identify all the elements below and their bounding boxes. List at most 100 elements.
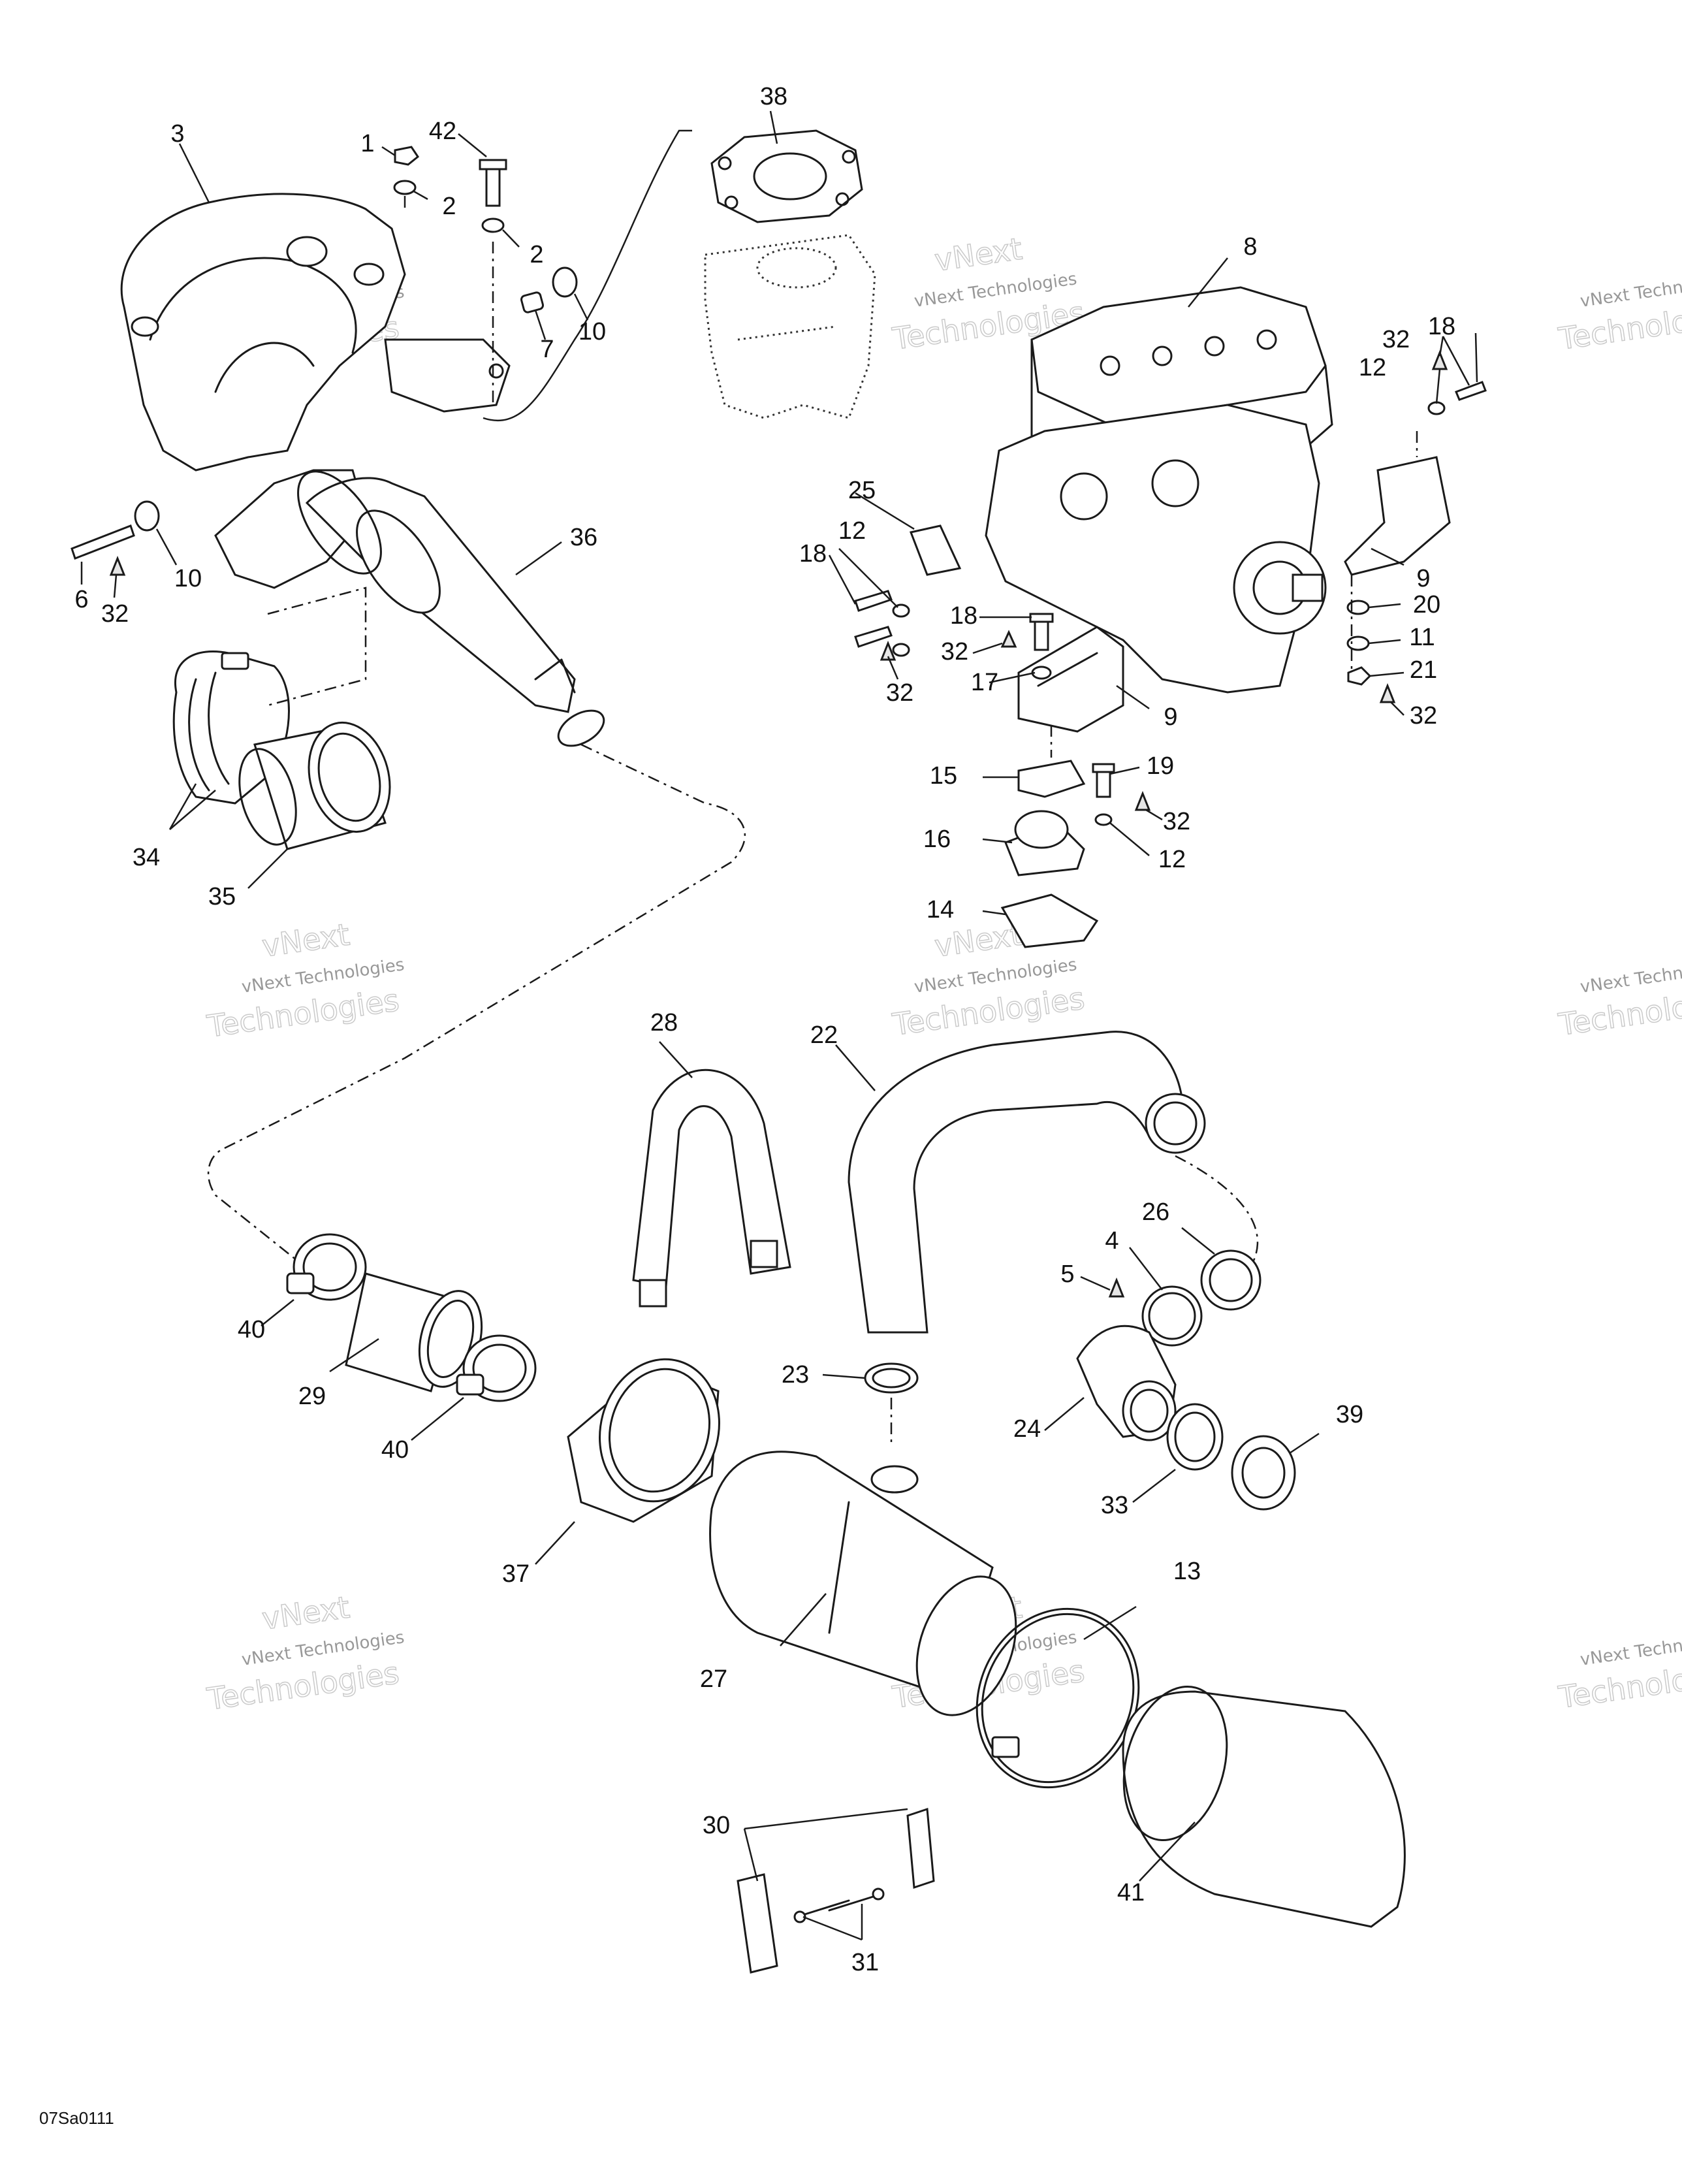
watermark-text: vNext Technologies (1579, 955, 1682, 997)
callout-42: 42 (429, 118, 456, 145)
callout-40: 40 (238, 1316, 265, 1343)
mounting-bracket-left (737, 1873, 778, 1974)
callout-27: 27 (700, 1665, 727, 1693)
callout-2: 2 (530, 241, 543, 268)
mount-clip (1017, 760, 1086, 798)
callout-36: 36 (570, 524, 597, 551)
engine-mount-bracket-right (1344, 456, 1451, 576)
watermark-text: vNext (260, 917, 352, 964)
callout-18: 18 (950, 602, 977, 630)
callout-37: 37 (502, 1560, 530, 1588)
callout-40: 40 (381, 1436, 409, 1464)
callout-32: 32 (1382, 326, 1410, 353)
callout-12: 12 (1359, 354, 1386, 381)
grommet-10 (552, 266, 578, 298)
callout-21: 21 (1410, 656, 1437, 684)
callout-2: 2 (442, 193, 456, 220)
watermark-mid-right: vNext Technologies Technologies (1555, 955, 1682, 1043)
callout-18: 18 (1428, 313, 1455, 340)
callout-12: 12 (838, 517, 866, 545)
tuned-pipe (214, 469, 605, 747)
callout-33: 33 (1101, 1492, 1128, 1519)
callout-14: 14 (927, 896, 954, 923)
small-drop-fitting (1108, 1277, 1125, 1298)
callout-28: 28 (650, 1009, 678, 1036)
callout-32: 32 (941, 638, 968, 666)
muffler-sleeve (567, 1358, 720, 1523)
grommet-10b (134, 500, 160, 532)
callout-38: 38 (760, 83, 787, 110)
callout-13: 13 (1173, 1558, 1201, 1585)
outlet-nut (1231, 1435, 1296, 1511)
spacer-7 (520, 291, 545, 313)
nut-1 (394, 146, 420, 166)
watermark-mid-left: vNext vNext Technologies Technologies (204, 916, 406, 1045)
connection-lines (207, 129, 1418, 1443)
callout-31: 31 (851, 1949, 879, 1976)
sealing-ring-inner (1174, 1411, 1216, 1462)
callout-9: 9 (1164, 703, 1177, 731)
callout-17: 17 (971, 669, 998, 696)
callout-32: 32 (886, 679, 913, 707)
callout-11: 11 (1409, 624, 1435, 651)
hose-clamp-small (864, 1362, 919, 1394)
gasket (710, 129, 863, 223)
figure-code: 07Sa0111 (39, 2108, 114, 2128)
hose-clamp-left-upper (286, 1233, 367, 1301)
callout-29: 29 (298, 1383, 326, 1410)
muffler (709, 1451, 1017, 1716)
watermark-bottom-left: vNext vNext Technologies Technologies (204, 1589, 406, 1718)
watermark-text: vNext (260, 1590, 352, 1637)
callout-6: 6 (74, 586, 88, 613)
coupling-sleeve (345, 1272, 483, 1392)
drop-32 (109, 555, 126, 576)
leader-lines (80, 110, 1478, 1941)
callout-16: 16 (923, 826, 951, 853)
callout-19: 19 (1147, 752, 1174, 780)
callout-32: 32 (1410, 702, 1437, 730)
exhaust-manifold (120, 193, 406, 472)
callout-39: 39 (1336, 1401, 1363, 1428)
watermark-text: vNext Technologies (1579, 269, 1682, 312)
watermark-bottom-right: vNext Technologies Technologies (1555, 1628, 1682, 1716)
mount-plate (909, 524, 962, 576)
callout-7: 7 (540, 336, 554, 363)
callout-32: 32 (101, 600, 129, 628)
manifold-flange (384, 338, 511, 413)
rubber-sleeve (238, 721, 391, 850)
callout-26: 26 (1142, 1198, 1169, 1226)
resonator (1122, 1685, 1406, 1928)
watermark-text: vNext Technologies (1579, 1628, 1682, 1670)
callout-12: 12 (1158, 846, 1186, 873)
mount-shim (1000, 893, 1099, 948)
callout-35: 35 (208, 883, 236, 910)
callout-10: 10 (174, 565, 202, 592)
callout-41: 41 (1117, 1879, 1145, 1906)
watermark-group: vNext vNext Technologies Technologies vN… (204, 231, 1682, 1718)
watermark-text: Technologies (204, 982, 401, 1044)
bolt-6 (71, 524, 135, 560)
callout-labels: 1 2 42 2 3 7 10 38 8 10 6 32 36 34 35 25… (74, 83, 1455, 1976)
cylinder-outline (704, 234, 876, 419)
callout-32: 32 (1163, 808, 1190, 835)
watermark-text: Technologies (204, 1655, 401, 1717)
hose-clamp-upper (1200, 1249, 1262, 1311)
engine-mount-bracket-lower (1017, 626, 1124, 733)
callout-30: 30 (703, 1812, 730, 1839)
callout-10: 10 (579, 318, 606, 345)
rivets (793, 1887, 885, 1923)
exhaust-elbow-pipe (848, 1031, 1206, 1334)
callout-23: 23 (782, 1361, 809, 1389)
callout-5: 5 (1060, 1261, 1074, 1288)
callout-3: 3 (170, 120, 184, 148)
callout-22: 22 (810, 1021, 838, 1049)
callout-24: 24 (1013, 1415, 1041, 1443)
rubber-mount (1004, 810, 1085, 876)
callout-9: 9 (1416, 565, 1430, 592)
hardware (71, 146, 1487, 826)
mounting-bracket-right (906, 1807, 935, 1889)
callout-20: 20 (1413, 591, 1440, 618)
ring-seal (1141, 1285, 1203, 1347)
hose-clamp-left-lower (456, 1334, 537, 1402)
